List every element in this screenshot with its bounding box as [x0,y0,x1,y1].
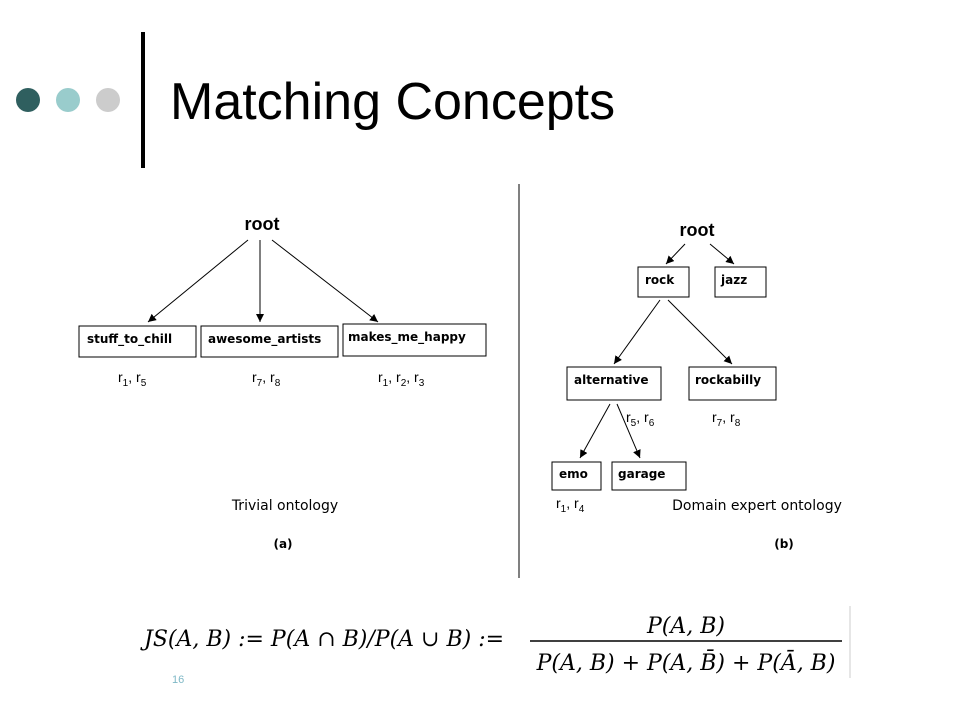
slide-title: Matching Concepts [170,73,616,131]
b-ann-emo: r1, r4 [556,495,585,515]
a-ann-chill: r1, r5 [118,369,147,389]
title-divider [141,32,145,168]
b-label: (b) [774,537,794,551]
b-ann-rockabilly: r7, r8 [712,409,741,429]
b-caption: Domain expert ontology [672,498,842,514]
b-edge-rock-alternative [613,299,661,365]
page-number: 16 [172,674,184,686]
b-node-rock-label: rock [645,273,675,287]
a-root-label: root [245,214,280,234]
a-caption: Trivial ontology [231,498,338,514]
b-node-emo [551,461,602,491]
b-node-jazz [714,266,767,298]
b-node-rock [637,266,690,298]
formula-denominator: P(A, B) + P(A, B̄) + P(Ā, B) [536,649,836,676]
b-node-alternative-label: alternative [574,373,648,387]
b-edge-rock-rockabilly [667,299,733,365]
b-root-label: root [680,220,715,240]
a-node-stuff-to-chill-label: stuff_to_chill [87,332,172,347]
b-ann-alternative: r5, r6 [626,409,655,429]
a-label: (a) [273,537,292,551]
a-node-makes-me-happy-label: makes_me_happy [348,330,466,345]
a-edge-root-happy [271,239,379,323]
b-node-garage [611,461,687,491]
b-node-alternative [566,366,662,401]
b-edge-root-jazz [709,243,735,265]
a-edge-root-chill [147,239,249,323]
b-node-rockabilly-label: rockabilly [695,373,761,387]
a-ann-artists: r7, r8 [252,369,281,389]
b-edge-alternative-garage [616,403,641,459]
header-dot-dark [16,88,40,112]
a-ann-happy: r1, r2, r3 [378,369,425,389]
header-dot-gray [96,88,120,112]
b-node-garage-label: garage [618,467,665,481]
a-node-makes-me-happy [342,323,487,357]
b-edge-alternative-emo [579,403,611,459]
a-node-awesome-artists [200,325,339,358]
formula-lhs: JS(A, B) := P(A ∩ B)/P(A ∪ B) := [140,627,504,652]
b-edge-root-rock [665,243,686,265]
b-node-emo-label: emo [559,467,588,481]
a-node-awesome-artists-label: awesome_artists [208,332,321,347]
header-dot-light [56,88,80,112]
a-node-stuff-to-chill [78,325,197,358]
b-node-rockabilly [688,366,777,401]
formula-numerator: P(A, B) [646,614,725,639]
b-node-jazz-label: jazz [720,273,747,287]
